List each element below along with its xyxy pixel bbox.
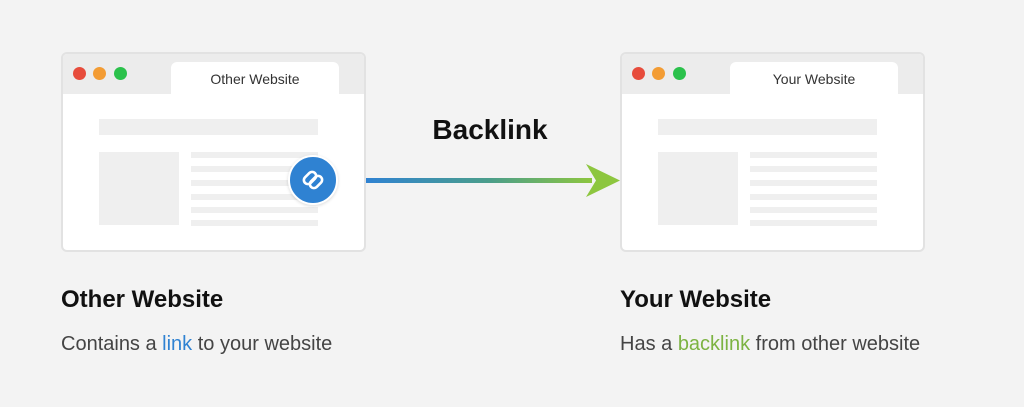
maximize-dot-icon <box>114 67 127 80</box>
backlink-label: Backlink <box>432 114 548 145</box>
close-dot-icon <box>632 67 645 80</box>
link-highlight: link <box>162 333 193 355</box>
text-line-placeholder <box>750 180 877 186</box>
your-website-heading: Your Website <box>620 286 772 313</box>
minimize-dot-icon <box>652 67 665 80</box>
other-website-window: Other Website <box>61 52 366 252</box>
text-line-placeholder <box>191 220 318 226</box>
your-website-window: Your Website <box>620 52 925 252</box>
maximize-dot-icon <box>673 67 686 80</box>
header-placeholder <box>99 119 318 135</box>
description-text: to your website <box>192 333 333 355</box>
window-titlebar: Your Website <box>622 54 923 96</box>
backlink-highlight: backlink <box>677 333 751 355</box>
window-titlebar: Other Website <box>63 54 364 96</box>
text-line-placeholder <box>191 166 318 172</box>
close-dot-icon <box>73 67 86 80</box>
text-line-placeholder <box>750 194 877 200</box>
link-chain-icon <box>288 155 338 205</box>
text-line-placeholder <box>191 180 318 186</box>
image-placeholder <box>658 152 738 225</box>
text-line-placeholder <box>191 152 318 158</box>
description-text: Contains a <box>61 333 163 355</box>
image-placeholder <box>99 152 179 225</box>
minimize-dot-icon <box>93 67 106 80</box>
text-line-placeholder <box>191 194 318 200</box>
backlink-arrow <box>366 164 620 197</box>
description-text: Has a <box>620 333 678 355</box>
other-website-heading: Other Website <box>61 286 224 313</box>
header-placeholder <box>658 119 877 135</box>
other-website-description: Contains a link to your website <box>61 333 332 356</box>
browser-tab: Your Website <box>730 62 898 96</box>
text-line-placeholder <box>750 207 877 213</box>
text-line-placeholder <box>750 152 877 158</box>
your-website-description: Has a backlink from other website <box>620 333 920 356</box>
text-line-placeholder <box>191 207 318 213</box>
description-text: from other website <box>750 333 921 355</box>
text-line-placeholder <box>750 220 877 226</box>
browser-tab: Other Website <box>171 62 339 96</box>
text-line-placeholder <box>750 166 877 172</box>
